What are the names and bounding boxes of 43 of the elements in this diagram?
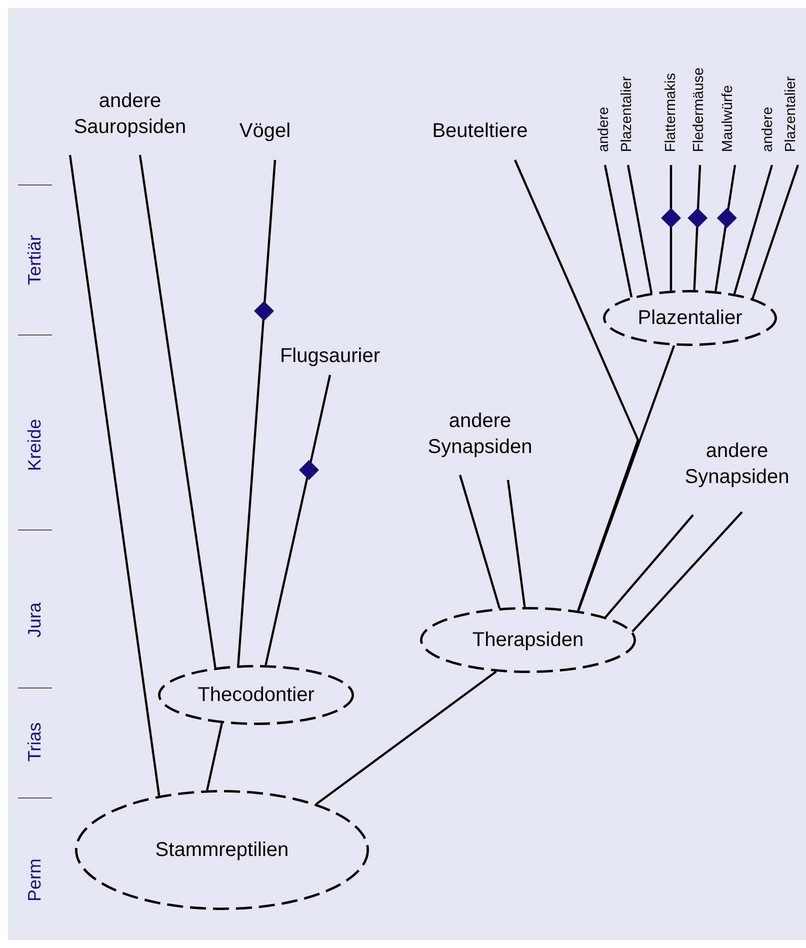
branch-line (577, 345, 676, 612)
dashed-ellipse (158, 665, 354, 725)
branch-line (206, 722, 223, 791)
branch-line (604, 514, 694, 618)
branch-line (632, 511, 743, 632)
taxon-label: Flugsaurier (260, 343, 400, 369)
branch-line (458, 474, 501, 609)
period-label: Kreide (24, 418, 46, 472)
node-label: Therapsiden (472, 628, 584, 652)
branch-line (506, 480, 526, 608)
branch-line (138, 154, 216, 668)
branch-line (604, 164, 633, 298)
taxon-label: Beuteltiere (415, 118, 545, 144)
taxon-label: andere Plazentalier (757, 57, 803, 152)
branch-line (68, 154, 160, 796)
dashed-ellipse (75, 790, 369, 910)
branch-line (752, 164, 800, 299)
dashed-ellipse (420, 607, 636, 673)
taxon-label: Maulwürfe (717, 22, 740, 152)
branch-line (237, 160, 276, 666)
taxon-label: andere Synapsiden (415, 408, 545, 460)
taxon-label: andere Sauropsiden (60, 88, 200, 140)
node-label: Plazentalier (638, 306, 742, 330)
branch-line (264, 374, 332, 666)
period-label: Tertiär (24, 235, 46, 285)
taxon-label: andere Plazentalier (593, 57, 639, 152)
period-label: Trias (24, 722, 46, 762)
taxon-label: andere Synapsiden (672, 438, 802, 490)
period-label: Jura (24, 602, 46, 638)
node-label: Thecodontier (198, 684, 314, 706)
branch-line (670, 165, 672, 291)
node-label: Stammreptilien (155, 838, 289, 862)
branch-line (714, 164, 736, 292)
taxon-label: Fledermäuse (688, 22, 711, 152)
dashed-ellipse (603, 290, 777, 346)
branch-line (514, 160, 640, 612)
branch-line (733, 164, 774, 294)
period-label: Perm (24, 858, 46, 902)
branch-line (316, 670, 497, 805)
branch-line (626, 164, 652, 294)
taxon-label: Flattermakis (660, 22, 683, 152)
branch-line (693, 164, 702, 290)
taxon-label: Vögel (215, 118, 315, 144)
